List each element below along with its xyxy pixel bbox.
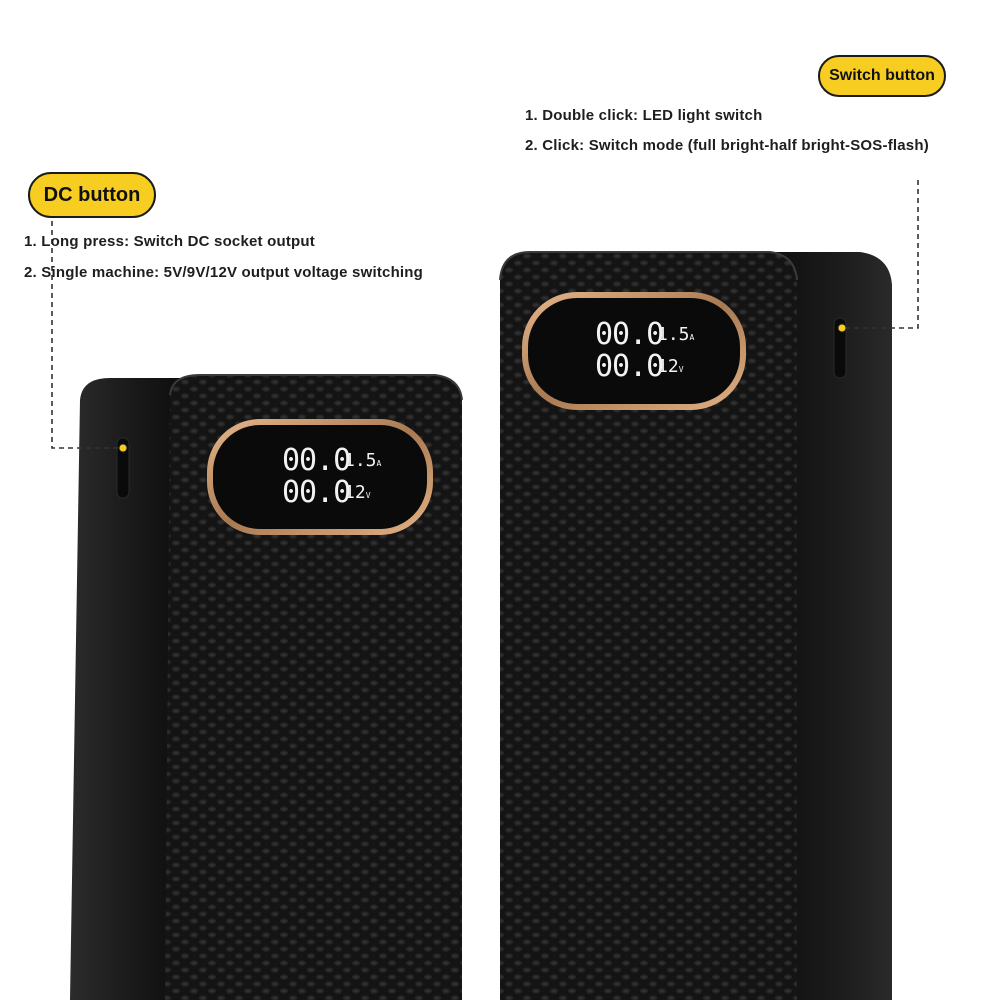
right-device-front [500, 252, 797, 1000]
dc-note-1: 1. Long press: Switch DC socket output [24, 233, 315, 250]
voltage-value: 12 [657, 356, 679, 377]
voltage-value: 12 [344, 482, 366, 503]
switch-guide-line [846, 180, 919, 329]
right-display: 00.0 00.0 1.5A 12V [595, 320, 715, 390]
switch-button-icon [833, 317, 847, 379]
left-display-bezel [207, 419, 433, 535]
switch-button-callout: Switch button [818, 55, 946, 97]
dc-note-2: 2. Single machine: 5V/9V/12V output volt… [24, 264, 424, 281]
digits-bottom: 00.0 [595, 349, 664, 384]
right-display-bezel [522, 292, 746, 410]
switch-note-2: 2. Click: Switch mode (full bright-half … [525, 137, 929, 154]
current-unit: A [376, 459, 382, 468]
current-value: 1.5 [344, 450, 377, 471]
dc-guide-line [51, 212, 118, 449]
left-device-side [70, 378, 190, 1000]
switch-note-1: 1. Double click: LED light switch [525, 107, 763, 124]
digits-top: 00.0 [595, 317, 664, 352]
current-unit: A [689, 333, 695, 342]
dc-button-callout: DC button [28, 172, 156, 218]
digits-top: 00.0 [282, 443, 351, 478]
digits-bottom: 00.0 [282, 475, 351, 510]
dc-button-icon [116, 437, 130, 499]
voltage-unit: V [365, 491, 371, 500]
voltage-unit: V [678, 365, 684, 374]
current-value: 1.5 [657, 324, 690, 345]
left-display: 00.0 00.0 1.5A 12V [282, 446, 402, 516]
